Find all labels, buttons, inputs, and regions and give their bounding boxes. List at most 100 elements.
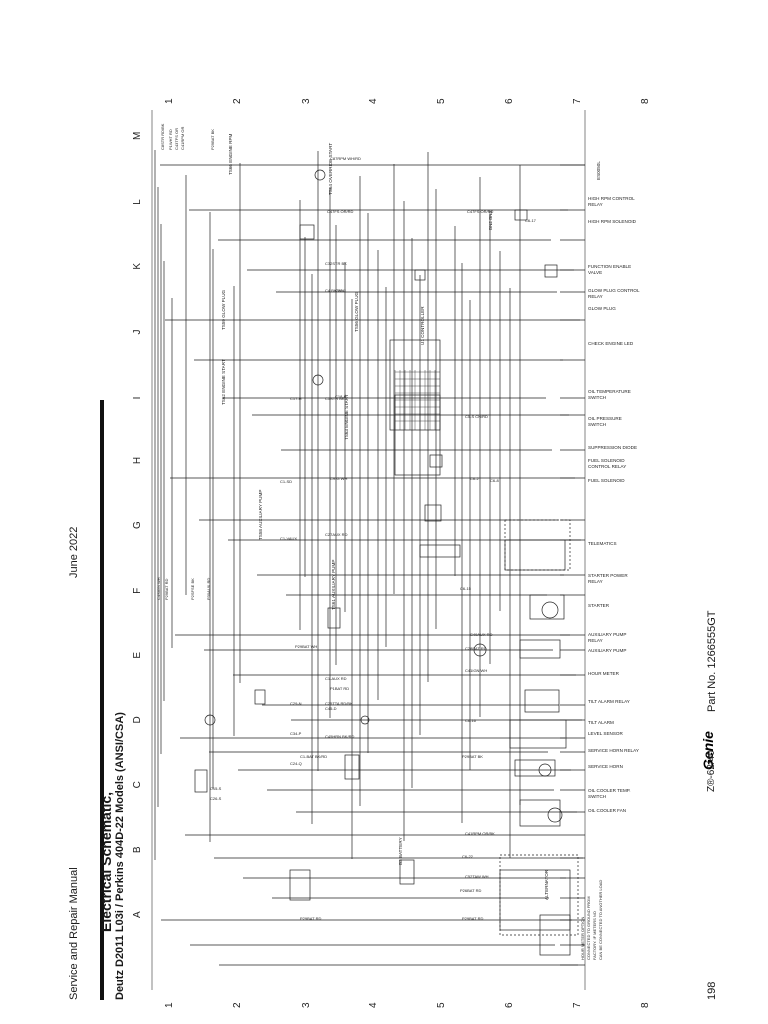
grid-row-top-3: 3: [301, 98, 312, 104]
component-box: [524, 689, 560, 713]
component-box: [299, 224, 315, 240]
wire-label: C87RPM WH/RD: [330, 156, 361, 161]
wire-label: C17-H: [290, 396, 302, 401]
right-device-label: HIGH RPM CONTROL: [588, 196, 635, 201]
component-box: [254, 689, 266, 705]
grid-row-bottom-7: 7: [572, 1002, 583, 1008]
right-device-label: SERVICE HORN RELAY: [588, 748, 639, 753]
right-device-label: GLOW PLUG CONTROL: [588, 288, 640, 293]
grid-col-j: J: [132, 330, 143, 335]
wire-label: C49AUX RD: [470, 632, 493, 637]
wire-label: C32STR BK: [325, 261, 347, 266]
coil-symbol: [541, 601, 559, 619]
wire-label: C47FS OR/RD: [467, 209, 494, 214]
coil-symbol: [312, 374, 324, 386]
grid-col-k: K: [132, 263, 143, 270]
wire-label: C1-SD: [280, 479, 292, 484]
grid-col-c: C: [132, 781, 143, 788]
coil-symbol: [547, 807, 563, 823]
right-device-label: VALVE: [588, 270, 602, 275]
right-device-label: STARTER POWER: [588, 573, 628, 578]
grid-row-bottom-8: 8: [640, 1002, 651, 1008]
grid-row-top-7: 7: [572, 98, 583, 104]
wire-label: C52TAW WH: [465, 874, 489, 879]
component-box: [394, 394, 441, 476]
grid-row-top-8: 8: [640, 98, 651, 104]
component-box: [429, 454, 443, 468]
device-label: TS63 ENGINE START: [344, 394, 349, 440]
right-device-label: AUXILIARY PUMP: [588, 632, 626, 637]
coil-symbol: [360, 715, 370, 725]
right-device-label: AUXILIARY PUMP: [588, 648, 626, 653]
schematic-frame: [151, 110, 586, 990]
wire-label: C34-P: [290, 731, 302, 736]
component-box: [419, 544, 461, 558]
drawing-code: ES0050L: [596, 161, 601, 180]
note-line: FACTORY. IF METERS NO: [592, 911, 597, 960]
right-device-label: STARTER: [588, 603, 610, 608]
device-label: TS58 AUXILIARY PUMP: [258, 490, 263, 540]
grid-col-d: D: [132, 716, 143, 723]
right-device-label: CHECK ENGINE LED: [588, 341, 634, 346]
wire-label: C5-S CN/RD: [465, 414, 488, 419]
component-box: [519, 799, 561, 827]
device-label: B3 BATTERY: [398, 837, 403, 865]
component-box: [504, 539, 566, 571]
wire-label: P26BAT RD: [460, 888, 482, 893]
grid-col-h: H: [132, 457, 143, 464]
grid-col-f: F: [132, 588, 143, 594]
right-device-label: SERVICE HORN: [588, 764, 623, 769]
wire-label: C18-H: [335, 394, 347, 399]
wire-label: C15-S: [210, 786, 222, 791]
component-box: [509, 719, 567, 749]
grid-row-bottom-2: 2: [232, 1002, 243, 1008]
grid-row-bottom-6: 6: [504, 1002, 515, 1008]
grid-col-m: M: [132, 132, 143, 140]
right-device-label: TELEMATICS: [588, 541, 617, 546]
right-device-label: RELAY: [588, 202, 603, 207]
alternator-block: [499, 854, 579, 936]
right-device-label: FUEL SOLENOID: [588, 478, 625, 483]
device-label: U1 CONTROLLER: [420, 306, 425, 345]
component-box: [519, 639, 561, 659]
grid-col-g: G: [132, 521, 143, 529]
grid-row-bottom-1: 1: [164, 1002, 175, 1008]
right-device-label: SUPPRESSION DIODE: [588, 445, 637, 450]
component-box: [327, 607, 341, 629]
coil-symbol: [204, 714, 216, 726]
wire-label: C5STR BK: [325, 396, 345, 401]
right-device-label: SWITCH: [588, 794, 606, 799]
component-symbols: [194, 169, 579, 956]
grid-col-l: L: [132, 199, 143, 205]
device-label: BN2 BN3: [488, 210, 493, 230]
device-label: TS62 ENGINE START: [221, 359, 226, 405]
left-wire-label: C8STR RD/BK: [160, 123, 165, 150]
grid-row-bottom-5: 5: [436, 1002, 447, 1008]
wire-label: C6-8: [490, 478, 499, 483]
grid-col-a: A: [132, 911, 143, 918]
left-wire-label: C41RPM OR: [180, 127, 185, 150]
grid-row-top-1: 1: [164, 98, 175, 104]
wire-label: C9-G WH: [330, 476, 347, 481]
coil-symbol: [473, 643, 487, 657]
wire-label: C25TTA RD/BK: [325, 701, 353, 706]
component-box: [194, 769, 208, 793]
component-box: [424, 504, 442, 522]
note-line: CONNECTED TO GROUND FROM: [586, 896, 591, 960]
wire-label: P1BAT RD: [330, 686, 349, 691]
device-label: TS56 GLOW PLUG: [354, 291, 359, 332]
right-device-label: OIL PRESSURE: [588, 416, 622, 421]
note-line: CAN BE CONNECTED TO ANOTHER LOAD: [598, 880, 603, 960]
grid-col-e: E: [132, 652, 143, 659]
left-wire-label: P29BAT BK: [210, 129, 215, 150]
wire-label: C24-Q: [290, 761, 302, 766]
right-device-label: RELAY: [588, 579, 603, 584]
grid-row-top-4: 4: [368, 98, 379, 104]
wire-label: C4 BK/WH: [325, 288, 344, 293]
wire-label: C6-16: [465, 718, 477, 723]
grid-row-bottom-3: 3: [301, 1002, 312, 1008]
